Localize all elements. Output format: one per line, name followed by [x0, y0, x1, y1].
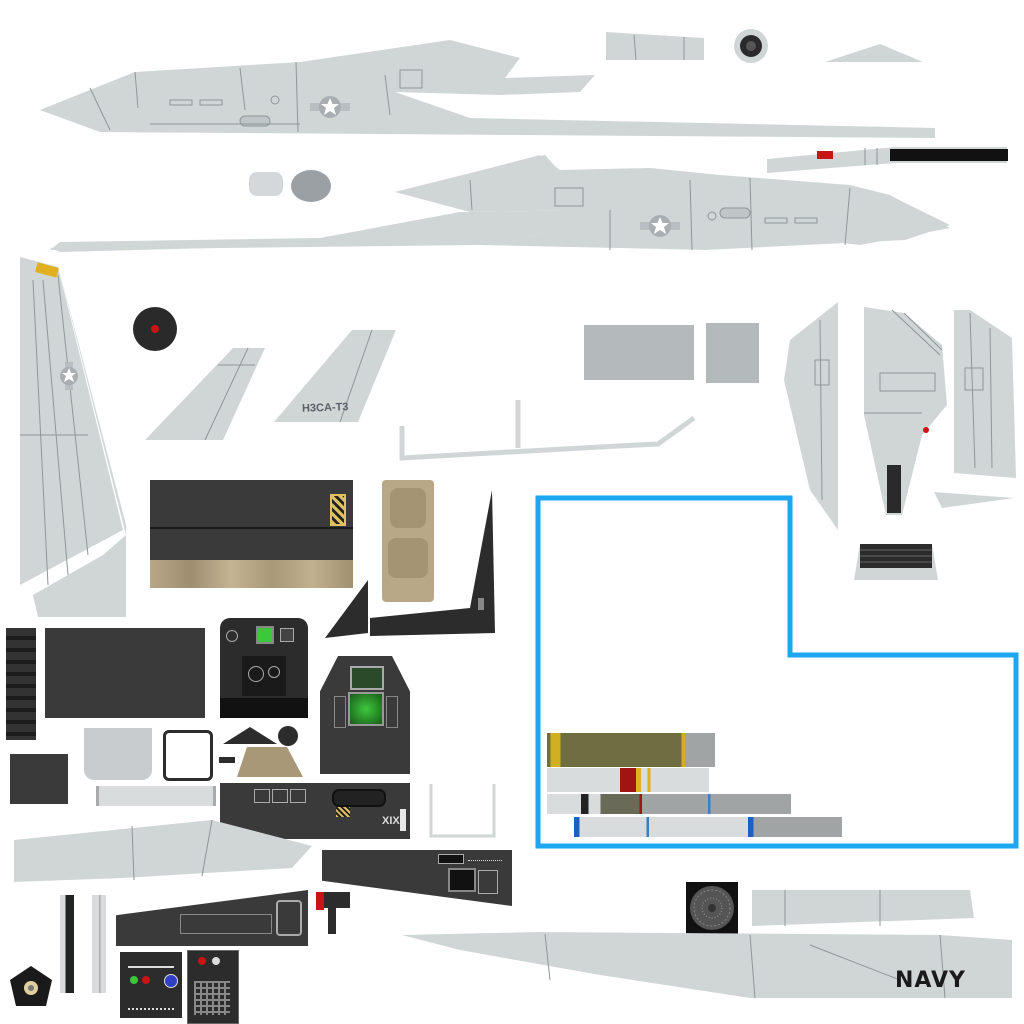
store-strip-2: [547, 768, 709, 792]
wing-tip-piece: [825, 44, 923, 62]
cockpit-tub: [150, 480, 353, 588]
tail-fin-piece: [606, 32, 704, 61]
intake-panel-b: [954, 310, 1016, 478]
left-wing-panel: [20, 257, 126, 617]
strip-right: [92, 895, 106, 993]
gray-panel-a: [584, 325, 694, 380]
misc-parts: [219, 726, 303, 777]
gauge-panel-light: [84, 728, 152, 780]
intake-panel-a: [784, 302, 838, 530]
control-box-a: [120, 952, 182, 1018]
ventral-fuselage-panel: [402, 932, 1012, 999]
xix-label: XIX: [382, 815, 400, 827]
navy-marking: NAVY: [895, 968, 966, 993]
flap-panel: [14, 819, 312, 882]
stabilizer-right: [274, 329, 396, 423]
star-insignia-icon: [640, 215, 680, 237]
star-insignia-icon: [310, 96, 350, 118]
belly-panel: [864, 307, 947, 515]
ejection-seat: [382, 480, 434, 602]
console-block-dark: [10, 754, 68, 804]
side-console-strip: [325, 490, 495, 638]
mfd-screen-icon: [348, 692, 384, 726]
radar-screen-icon: [256, 626, 274, 644]
gray-panel-b: [706, 323, 759, 383]
star-insignia-icon: [60, 362, 78, 390]
throttle-handle: [316, 892, 350, 934]
instrument-panel: [220, 618, 308, 718]
lower-skin-panel: [752, 890, 974, 926]
warning-panel: XIX: [220, 783, 410, 839]
small-fin: [934, 492, 1014, 508]
turbine-face-icon: [686, 882, 738, 934]
mfd-console: [320, 656, 410, 774]
warning-light-icon: [133, 307, 177, 351]
pentagon-gauge-icon: [10, 966, 52, 1006]
grate-panel: [854, 544, 938, 580]
canopy-bow: [429, 784, 496, 838]
console-panel-dark: [45, 628, 205, 718]
stripe-strip: [767, 147, 1008, 173]
hazard-handle-icon: [330, 494, 346, 526]
vent-strip: [6, 628, 36, 740]
store-strip-3: [547, 794, 791, 814]
lens-icon: [734, 29, 768, 63]
canopy-frame-small: [163, 730, 213, 781]
stabilizer-left: [145, 347, 265, 441]
store-strip-4: [574, 817, 842, 837]
light-rail: [96, 786, 216, 806]
canopy-blob-pair: [249, 170, 331, 202]
strip-left: [60, 895, 74, 993]
canopy-rail: [399, 400, 696, 461]
store-strip-1: [547, 733, 715, 767]
